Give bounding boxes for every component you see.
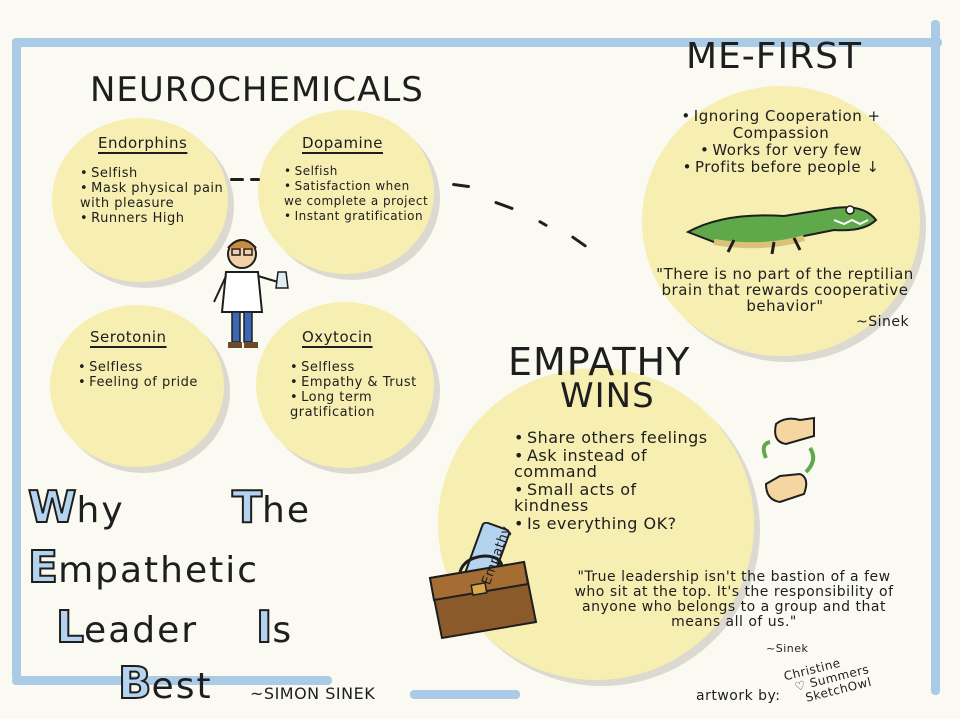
endorphins-list: Selfish Mask physical pain with pleasure…: [80, 166, 230, 226]
endorphins-point: Mask physical pain with pleasure: [80, 181, 230, 211]
connector-dash: [570, 235, 588, 248]
empathy-point: Small acts of kindness: [514, 482, 714, 514]
book-title-line-1b: The: [231, 482, 311, 533]
serotonin-list: Selfless Feeling of pride: [78, 360, 218, 390]
book-title-word: s: [272, 610, 294, 651]
me-first-attribution: ~Sinek: [856, 314, 910, 330]
briefcase-illustration: [428, 522, 538, 640]
serotonin-point: Feeling of pride: [78, 375, 218, 390]
book-title-line-2: Empathetic: [27, 542, 260, 593]
book-title-line-3: Leader: [55, 602, 199, 653]
empathy-attribution: ~Sinek: [766, 642, 809, 655]
dopamine-point: Instant gratification: [284, 209, 432, 224]
book-title-capital: B: [117, 658, 153, 709]
neurochemicals-heading: NEUROCHEMICALS: [90, 70, 424, 110]
dopamine-list: Selfish Satisfaction when we complete a …: [284, 164, 432, 224]
book-title-line-4: Best: [117, 658, 213, 709]
book-title-word: mpathetic: [58, 550, 260, 591]
empathy-list: Share others feelings Ask instead of com…: [514, 430, 714, 532]
oxytocin-title: Oxytocin: [302, 328, 373, 346]
frame-top: [12, 38, 942, 47]
empathy-quote: "True leadership isn't the bastion of a …: [574, 569, 894, 630]
me-first-heading: ME-FIRST: [686, 36, 862, 77]
endorphins-title: Endorphins: [98, 134, 188, 152]
connector-dash: [230, 178, 244, 181]
serotonin-title: Serotonin: [90, 328, 167, 346]
empathy-heading: EMPATHY: [508, 340, 691, 384]
oxytocin-point: Selfless: [290, 360, 426, 375]
connector-dash: [250, 178, 260, 181]
frame-bottom-mid: [410, 690, 520, 699]
book-title-word: hy: [76, 490, 125, 531]
endorphins-point: Selfish: [80, 166, 230, 181]
connector-dash: [494, 200, 514, 211]
me-first-quote: "There is no part of the reptilian brain…: [656, 265, 914, 315]
frame-right: [931, 20, 940, 695]
scientist-illustration: [213, 239, 289, 348]
artwork-credit-name: Christine ♡ Summers SketchOwl: [782, 650, 874, 708]
frame-bottom-left: [12, 676, 332, 685]
oxytocin-point: Empathy & Trust: [290, 375, 426, 390]
book-title-word: eader: [84, 610, 199, 651]
dopamine-title: Dopamine: [302, 134, 383, 152]
book-title-word: he: [262, 490, 311, 531]
dopamine-point: Satisfaction when we complete a project: [284, 179, 432, 209]
book-title-capital: W: [27, 482, 78, 533]
connector-dash: [451, 182, 471, 189]
oxytocin-point: Long term gratification: [290, 390, 426, 420]
book-author: ~SIMON SINEK: [250, 684, 376, 703]
me-first-point: Ignoring Cooperation + Compassion: [666, 108, 896, 142]
book-title-capital: L: [55, 602, 85, 653]
endorphins-point: Runners High: [80, 211, 230, 226]
me-first-point: Profits before people ↓: [666, 159, 896, 176]
book-title-capital: T: [231, 482, 263, 533]
me-first-point: Works for very few: [666, 142, 896, 159]
dopamine-point: Selfish: [284, 164, 432, 179]
book-title-word: est: [151, 666, 213, 707]
artwork-credit-prefix: artwork by:: [696, 688, 781, 704]
book-title-line-1: Why: [27, 482, 125, 533]
connector-dash: [537, 219, 549, 228]
helping-hands-illustration: [761, 416, 816, 504]
empathy-point: Ask instead of command: [514, 448, 714, 480]
frame-left: [12, 38, 21, 680]
serotonin-point: Selfless: [78, 360, 218, 375]
me-first-list: Ignoring Cooperation + Compassion Works …: [666, 108, 896, 176]
book-title-line-3b: Is: [255, 602, 294, 653]
book-title-capital: I: [255, 602, 273, 653]
book-title-capital: E: [27, 542, 59, 593]
wins-heading: WINS: [560, 376, 655, 416]
empathy-point: Is everything OK?: [514, 516, 714, 532]
empathy-point: Share others feelings: [514, 430, 714, 446]
crocodile-illustration: [685, 205, 878, 254]
oxytocin-list: Selfless Empathy & Trust Long term grati…: [290, 360, 426, 420]
